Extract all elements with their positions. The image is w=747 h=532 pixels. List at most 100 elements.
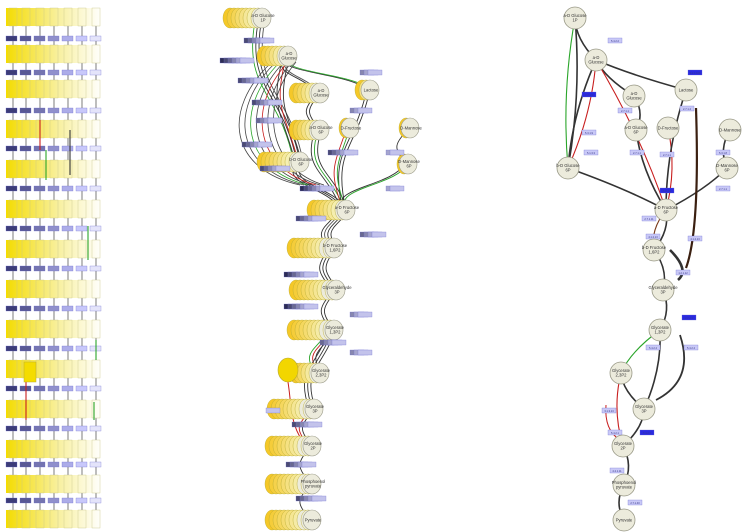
- enzyme-box[interactable]: 2.7.1.1: [659, 151, 675, 158]
- enzyme-stack[interactable]: [349, 349, 373, 356]
- enzyme-box[interactable]: 5.4.2.4: [645, 344, 661, 351]
- stacked-compound-node[interactable]: D-Fructose: [338, 117, 362, 139]
- isolated-compound-node[interactable]: [277, 357, 299, 383]
- enzyme-box[interactable]: 2.7.1.1: [629, 149, 645, 156]
- stacked-compound-node[interactable]: Lactose: [354, 79, 380, 101]
- enzyme-stack[interactable]: [295, 215, 327, 222]
- grid-enzyme-row[interactable]: [5, 497, 102, 504]
- enzyme-box[interactable]: 2.7.1.1: [617, 107, 633, 114]
- enzyme-box[interactable]: 4.2.1.11: [609, 467, 625, 474]
- compound-node[interactable]: D-Mannose: [718, 118, 741, 142]
- enzyme-box[interactable]: 5.4.2.4: [683, 344, 699, 351]
- enzyme-box[interactable]: 5.1.3.3: [583, 149, 599, 156]
- grid-enzyme-row[interactable]: [5, 69, 102, 76]
- grid-compound-row[interactable]: [6, 7, 102, 27]
- compound-node[interactable]: D-Fructose: [656, 116, 680, 140]
- enzyme-box[interactable]: 5.3.1.8: [715, 149, 731, 156]
- enzyme-box[interactable]: 5.4.2.2: [607, 37, 623, 44]
- enzyme-stack[interactable]: [243, 37, 275, 44]
- enzyme-stack[interactable]: [291, 421, 323, 428]
- enzyme-stack[interactable]: [359, 231, 387, 238]
- grid-compound-row[interactable]: [6, 159, 102, 179]
- grid-enzyme-row[interactable]: [5, 185, 102, 192]
- grid-enzyme-row[interactable]: [5, 265, 102, 272]
- grid-compound-row[interactable]: [6, 44, 102, 64]
- enzyme-box[interactable]: 4.1.2.13: [687, 235, 703, 242]
- enzyme-stack[interactable]: [319, 339, 347, 346]
- stacked-compound-node[interactable]: D-Mannose: [398, 117, 422, 139]
- enzyme-box[interactable]: 4.1.2.13: [645, 233, 661, 240]
- grid-enzyme-row[interactable]: [5, 107, 102, 114]
- enzyme-stack[interactable]: [251, 99, 283, 106]
- enzyme-box[interactable]: 2.7.2.3: [681, 314, 697, 321]
- enzyme-box[interactable]: 2.7.1.1: [715, 185, 731, 192]
- enzyme-stack[interactable]: [349, 311, 373, 318]
- enzyme-stack[interactable]: [327, 149, 359, 156]
- enzyme-stack[interactable]: [219, 57, 255, 64]
- grid-compound-row[interactable]: [6, 474, 102, 494]
- grid-compound-row[interactable]: [6, 279, 102, 299]
- enzyme-box[interactable]: 1.2.1.12: [675, 269, 691, 276]
- enzyme-box[interactable]: 5.3.1.9: [581, 129, 597, 136]
- grid-compound-row[interactable]: [6, 439, 102, 459]
- enzyme-stack[interactable]: [285, 461, 317, 468]
- enzyme-stack[interactable]: [265, 407, 281, 414]
- enzyme-stack[interactable]: [241, 141, 273, 148]
- enzyme-box[interactable]: 3.2.1.108: [687, 69, 703, 76]
- enzyme-box[interactable]: 2.7.1.11: [641, 215, 657, 222]
- compound-node[interactable]: Pyruvate: [612, 508, 636, 532]
- enzyme-box[interactable]: 2.7.1.4: [679, 105, 695, 112]
- grid-compound-row[interactable]: [6, 359, 102, 379]
- enzyme-box[interactable]: 2.7.1.40: [627, 499, 643, 506]
- grid-enzyme-row[interactable]: [5, 225, 102, 232]
- compound-node[interactable]: Lactose: [674, 78, 698, 102]
- enzyme-stack[interactable]: [283, 271, 319, 278]
- grid-compound-row[interactable]: [6, 399, 102, 419]
- grid-enzyme-row[interactable]: [5, 461, 102, 468]
- enzyme-stack[interactable]: [349, 107, 373, 114]
- grid-enzyme-row[interactable]: [5, 145, 102, 152]
- enzyme-stack[interactable]: [255, 117, 283, 124]
- enzyme-stack[interactable]: [259, 165, 291, 172]
- enzyme-stack[interactable]: [359, 69, 383, 76]
- grid-enzyme-row[interactable]: [5, 345, 102, 352]
- grid-enzyme-row[interactable]: [5, 425, 102, 432]
- grid-compound-row[interactable]: [6, 319, 102, 339]
- grid-enzyme-row[interactable]: [5, 385, 102, 392]
- stacked-compound-node[interactable]: Pyruvate: [264, 509, 322, 531]
- grid-enzyme-row[interactable]: [5, 305, 102, 312]
- enzyme-box[interactable]: 5.4.2.1: [607, 429, 623, 436]
- enzyme-box[interactable]: 5.3.1.9: [659, 187, 675, 194]
- enzyme-stack[interactable]: [283, 303, 319, 310]
- grid-compound-row[interactable]: [6, 199, 102, 219]
- enzyme-box[interactable]: 2.7.1.1: [581, 91, 597, 98]
- grid-isolated-node[interactable]: [23, 361, 37, 383]
- grid-compound-row[interactable]: [6, 79, 102, 99]
- grid-compound-row[interactable]: [6, 119, 102, 139]
- enzyme-stack[interactable]: [295, 495, 327, 502]
- enzyme-stack[interactable]: [237, 77, 269, 84]
